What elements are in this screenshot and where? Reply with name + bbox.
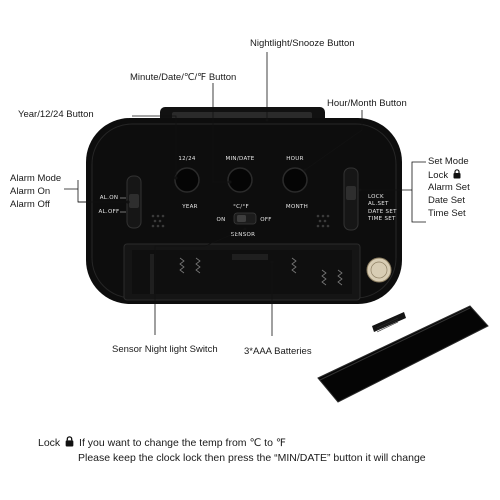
callout-set-mode: Set Mode (428, 156, 469, 167)
callout-alarm-mode: Alarm Mode (10, 173, 62, 184)
label-sensor-on: ON (216, 217, 225, 223)
label-al-set: AL.SET (368, 201, 389, 207)
label-year: YEAR (181, 204, 198, 210)
callout-nightlight-snooze: Nightlight/Snooze Button (250, 38, 355, 49)
label-month: MONTH (286, 204, 308, 210)
battery-springs (179, 257, 343, 286)
lock-icon (65, 436, 74, 447)
speaker-right (316, 214, 330, 228)
label-time-set: TIME SET (367, 216, 396, 222)
speaker-left (151, 214, 165, 228)
hour-month-button (282, 167, 308, 193)
callout-alarm-set: Alarm Set (428, 182, 470, 193)
callout-minute-date: Minute/Date/℃/℉ Button (130, 72, 237, 83)
year-1224-button (174, 167, 200, 193)
min-date-button (227, 167, 253, 193)
callout-hour-month: Hour/Month Button (327, 98, 407, 109)
label-lock: LOCK (368, 194, 384, 200)
battery-cover (317, 305, 489, 403)
label-date-set: DATE SET (368, 209, 397, 215)
label-sensor: SENSOR (231, 232, 256, 238)
note-lock-label: Lock (38, 437, 61, 449)
callout-sensor-switch: Sensor Night light Switch (112, 344, 218, 355)
label-1224: 12/24 (178, 156, 196, 162)
label-sensor-off: OFF (260, 217, 272, 223)
callout-date-set: Date Set (428, 195, 465, 206)
note-line-2: Please keep the clock lock then press th… (78, 452, 426, 464)
lock-icon (453, 169, 461, 179)
label-hour: HOUR (286, 156, 304, 162)
callout-lock: Lock (428, 169, 463, 182)
callout-lines (64, 52, 426, 336)
note-line-1: Lock If you want to change the temp from… (38, 436, 286, 450)
callout-lock-text: Lock (428, 170, 449, 181)
callout-batteries: 3*AAA Batteries (244, 346, 312, 357)
certification-sticker (366, 257, 392, 283)
callout-alarm-off: Alarm Off (10, 199, 50, 210)
callout-year-1224: Year/12/24 Button (18, 109, 94, 120)
label-min-date: MIN/DATE (225, 156, 254, 162)
label-al-off: AL.OFF (98, 209, 119, 215)
callout-alarm-on: Alarm On (10, 186, 51, 197)
label-al-on: AL.ON (100, 195, 119, 201)
callout-time-set: Time Set (428, 208, 466, 219)
label-temp-unit: °C/°F (233, 204, 249, 210)
note-line-1-text: If you want to change the temp from ℃ to… (79, 437, 286, 449)
